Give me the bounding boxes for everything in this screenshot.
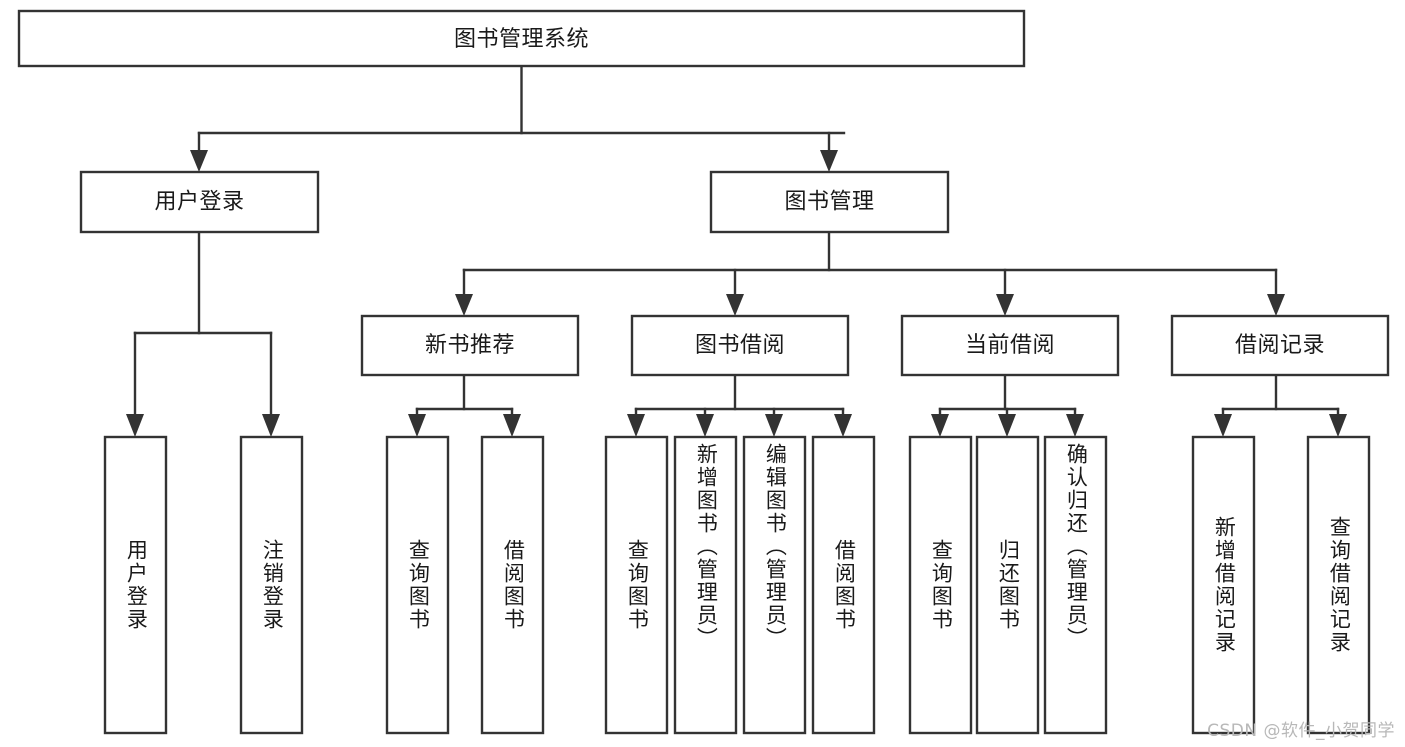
- node-book-manage[interactable]: 图书管理: [709, 170, 950, 234]
- arrow-head-borrow-record: [1267, 294, 1285, 316]
- leaf-borrow-book-1-box[interactable]: [480, 435, 545, 735]
- arrow-head-book-manage: [820, 150, 838, 172]
- node-book-borrow-label: 图书借阅: [695, 333, 785, 358]
- leaf-edit-book-box[interactable]: [742, 435, 807, 735]
- arrow-head-leaf-add-book: [696, 414, 714, 437]
- node-borrow-record[interactable]: 借阅记录: [1170, 314, 1390, 377]
- node-book-manage-box[interactable]: [709, 170, 950, 234]
- leaf-user-login-box[interactable]: [103, 435, 168, 735]
- leaf-query-book-2-box[interactable]: [604, 435, 669, 735]
- arrow-head-book-borrow: [726, 294, 744, 316]
- arrow-head-leaf-borrow-book-2: [834, 414, 852, 437]
- arrow-head-leaf-user-login: [126, 414, 144, 437]
- leaf-add-book-box[interactable]: [673, 435, 738, 735]
- arrow-head-leaf-return-book: [998, 414, 1016, 437]
- arrow-head-new-book-recommend: [455, 294, 473, 316]
- node-new-book-recommend[interactable]: 新书推荐: [360, 314, 580, 377]
- node-current-borrow[interactable]: 当前借阅: [900, 314, 1120, 377]
- leaf-add-record-box[interactable]: [1191, 435, 1256, 735]
- node-user-login-label: 用户登录: [154, 190, 244, 215]
- node-borrow-record-box[interactable]: [1170, 314, 1390, 377]
- connector-group: [126, 64, 1347, 437]
- leaf-query-book-1-box[interactable]: [385, 435, 450, 735]
- node-user-login[interactable]: 用户登录: [79, 170, 320, 234]
- node-book-borrow[interactable]: 图书借阅: [630, 314, 850, 377]
- arrow-head-leaf-confirm-return: [1066, 414, 1084, 437]
- node-book-manage-label: 图书管理: [784, 190, 874, 215]
- node-current-borrow-label: 当前借阅: [965, 333, 1055, 358]
- arrow-head-current-borrow: [996, 294, 1014, 316]
- leaf-box-group: [103, 435, 1371, 735]
- arrow-head-leaf-borrow-book-1: [503, 414, 521, 437]
- arrow-head-leaf-query-record: [1329, 414, 1347, 437]
- arrow-head-user-login: [190, 150, 208, 172]
- node-root-label: 图书管理系统: [454, 27, 589, 52]
- arrow-head-leaf-edit-book: [765, 414, 783, 437]
- leaf-borrow-book-2-box[interactable]: [811, 435, 876, 735]
- leaf-confirm-return-box[interactable]: [1043, 435, 1108, 735]
- node-book-borrow-box[interactable]: [630, 314, 850, 377]
- node-user-login-box[interactable]: [79, 170, 320, 234]
- node-root-box[interactable]: [17, 9, 1026, 68]
- node-new-book-recommend-label: 新书推荐: [425, 333, 515, 358]
- arrow-head-leaf-query-book-2: [627, 414, 645, 437]
- node-current-borrow-box[interactable]: [900, 314, 1120, 377]
- node-borrow-record-label: 借阅记录: [1235, 333, 1325, 358]
- arrow-head-leaf-add-record: [1214, 414, 1232, 437]
- arrow-head-leaf-query-book-3: [931, 414, 949, 437]
- node-root[interactable]: 图书管理系统: [17, 9, 1026, 68]
- leaf-return-book-box[interactable]: [975, 435, 1040, 735]
- leaf-query-book-3-box[interactable]: [908, 435, 973, 735]
- arrow-head-leaf-user-logout: [262, 414, 280, 437]
- arrow-head-leaf-query-book-1: [408, 414, 426, 437]
- node-new-book-recommend-box[interactable]: [360, 314, 580, 377]
- leaf-query-record-box[interactable]: [1306, 435, 1371, 735]
- watermark: CSDN @软件_小贺同学: [1207, 721, 1395, 741]
- leaf-user-logout-box[interactable]: [239, 435, 304, 735]
